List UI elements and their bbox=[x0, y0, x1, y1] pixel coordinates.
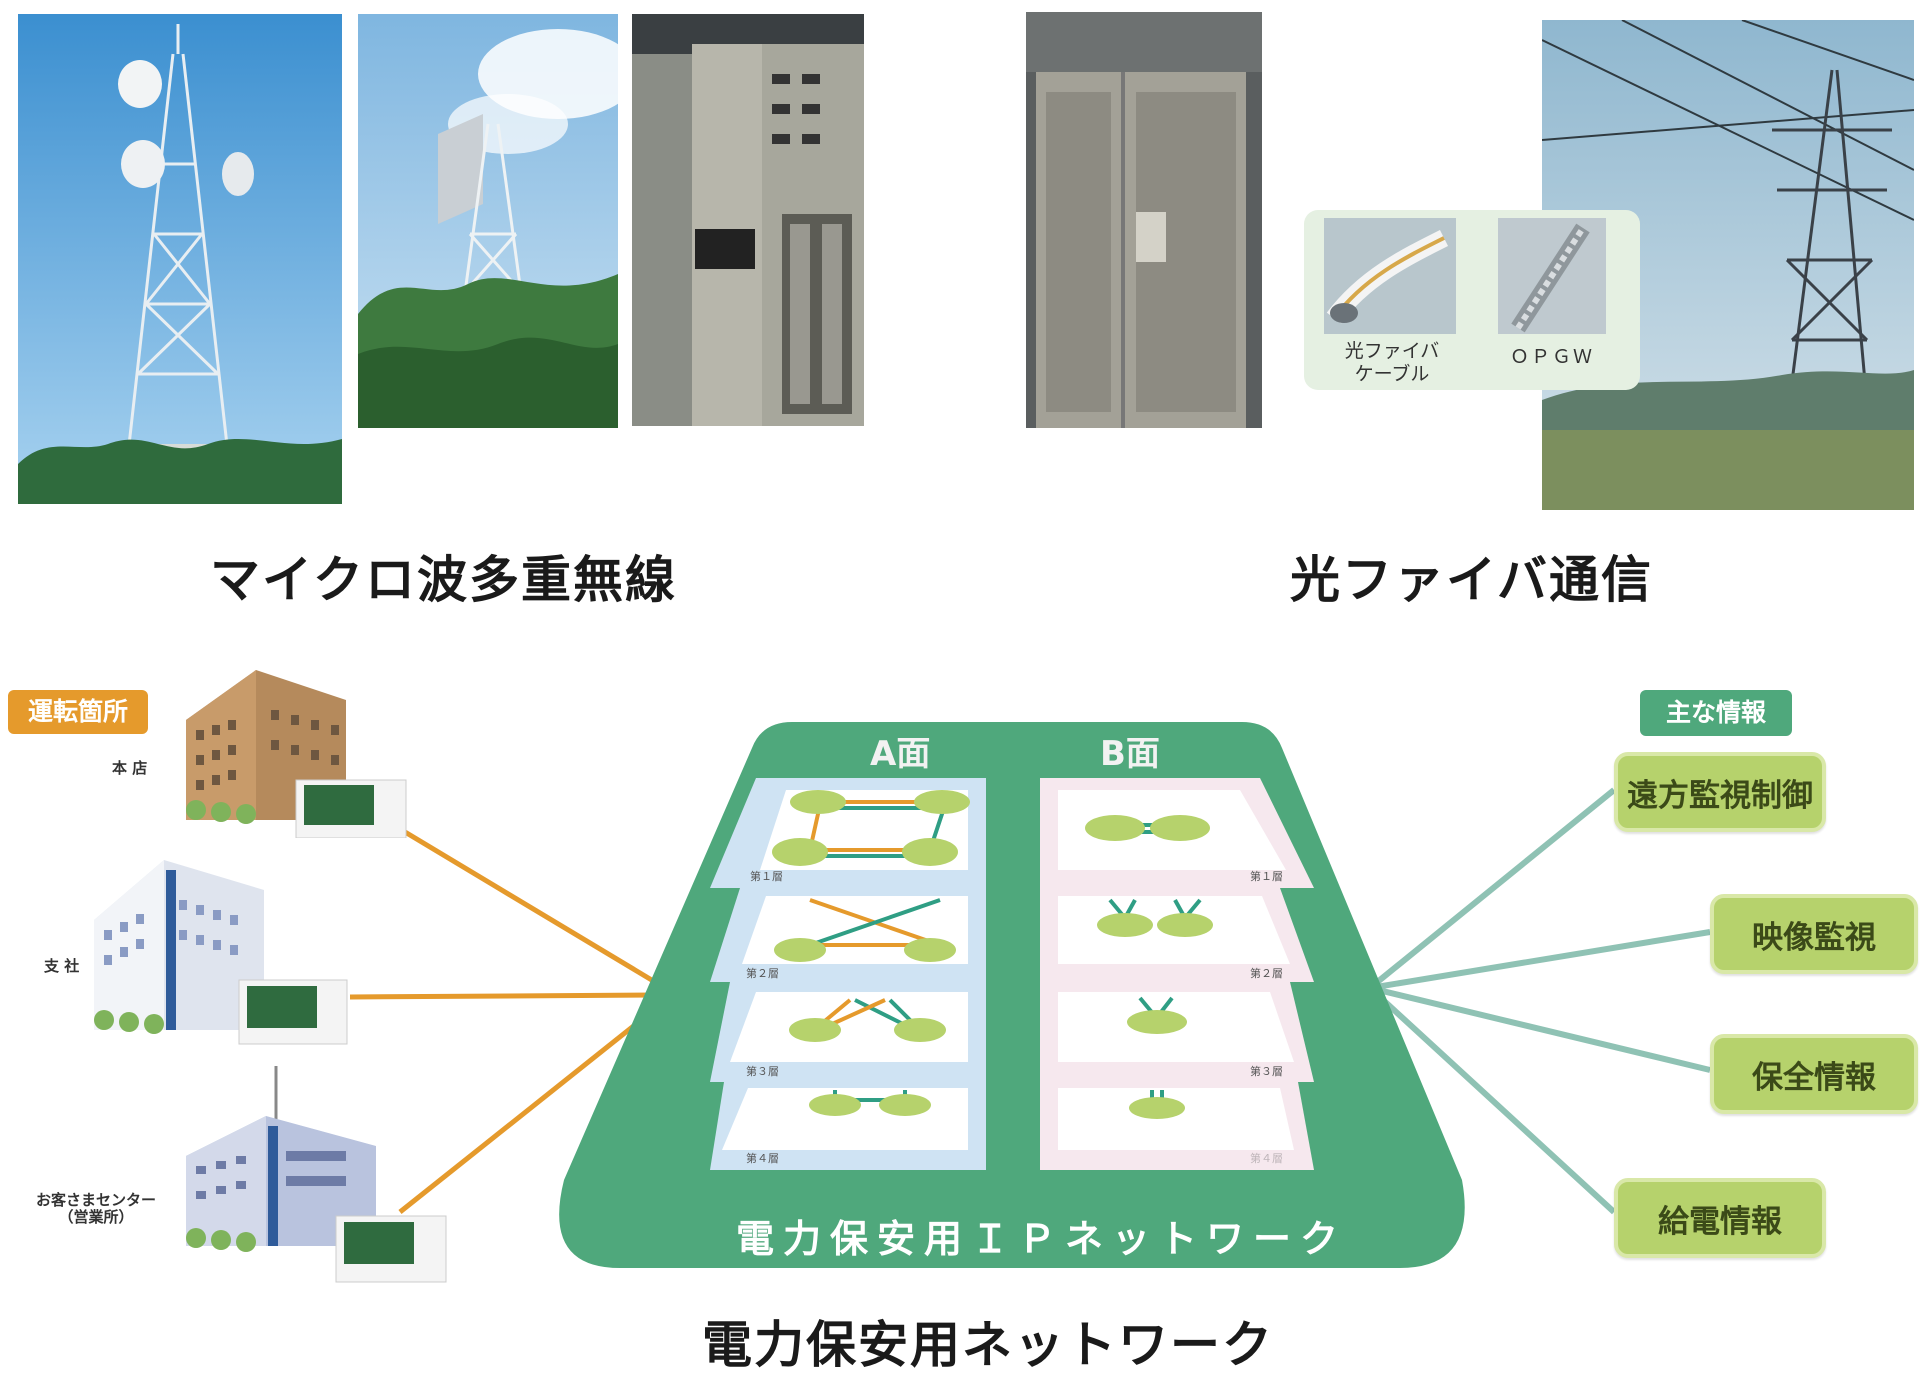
branch-office-label: 支 社 bbox=[44, 957, 80, 975]
optical-fiber-cable-label: 光ファイバケーブル bbox=[1344, 340, 1440, 385]
microwave-caption: マイクロ波多重無線 bbox=[210, 551, 677, 609]
operations-tag: 運転箇所 bbox=[8, 690, 148, 734]
info-remote-monitoring-control: 遠方監視制御 bbox=[1614, 752, 1826, 832]
optical-caption: 光ファイバ通信 bbox=[1290, 551, 1653, 609]
a-layer-1-label: 第１層 bbox=[750, 870, 783, 883]
customer-center-label: お客さまセンター（営業所） bbox=[36, 1191, 157, 1226]
microwave-reflector-photo bbox=[358, 14, 618, 428]
info-power-dispatch: 給電情報 bbox=[1614, 1178, 1826, 1258]
operations-links bbox=[349, 829, 662, 1214]
info-tag: 主な情報 bbox=[1640, 690, 1792, 736]
b-face-nodes bbox=[1085, 815, 1213, 1119]
ip-network-title: 電力保安用ＩＰネットワーク bbox=[736, 1217, 1348, 1261]
optical-equipment-photo bbox=[1026, 12, 1262, 428]
info-links bbox=[1367, 787, 1711, 1215]
info-maintenance: 保全情報 bbox=[1710, 1034, 1918, 1114]
network-platform bbox=[559, 722, 1465, 1268]
bottom-caption: 電力保安用ネットワーク bbox=[702, 1316, 1274, 1374]
opgw-photo bbox=[1498, 218, 1606, 334]
b-layer-4-label: 第４層 bbox=[1250, 1152, 1283, 1165]
a-face-label: A面 bbox=[870, 734, 931, 774]
a-layer-3-label: 第３層 bbox=[746, 1065, 779, 1078]
microwave-equipment-photo bbox=[632, 14, 864, 426]
info-video-monitoring: 映像監視 bbox=[1710, 894, 1918, 974]
optical-fiber-cable-photo bbox=[1324, 218, 1456, 334]
b-face-label: B面 bbox=[1100, 734, 1160, 774]
head-office-label: 本 店 bbox=[112, 759, 148, 777]
b-layer-1-label: 第１層 bbox=[1250, 870, 1283, 883]
customer-center-building bbox=[176, 1066, 452, 1286]
branch-office-building bbox=[84, 850, 354, 1056]
a-layer-4-label: 第４層 bbox=[746, 1152, 779, 1165]
b-layer-2-label: 第２層 bbox=[1250, 967, 1283, 980]
a-layer-2-label: 第２層 bbox=[746, 967, 779, 980]
opgw-label: ＯＰＧＷ bbox=[1509, 346, 1594, 368]
b-layer-3-label: 第３層 bbox=[1250, 1065, 1283, 1078]
microwave-tower-photo bbox=[18, 14, 342, 504]
head-office-building bbox=[176, 650, 412, 838]
a-face-nodes bbox=[772, 790, 970, 1116]
